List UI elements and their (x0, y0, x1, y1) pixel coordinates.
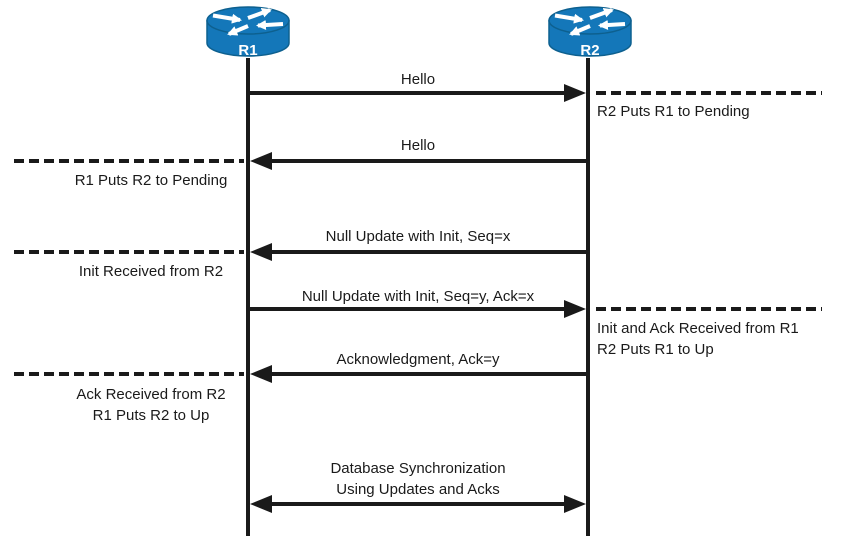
router-arrows-icon (554, 8, 626, 36)
lifeline-r1 (246, 58, 250, 536)
arrow-shaft (268, 159, 586, 163)
arrow-shaft (268, 502, 568, 506)
message-label: Null Update with Init, Seq=y, Ack=x (301, 288, 535, 305)
state-note-line-1: Init and Ack Received from R1 (597, 320, 799, 337)
router-icon-r2: R2 (548, 6, 632, 59)
state-note-label: R1 Puts R2 to Pending (74, 172, 228, 189)
arrowhead-right-icon (564, 495, 586, 513)
arrowhead-left-icon (250, 365, 272, 383)
arrow-shaft (250, 91, 568, 95)
state-note-label: Init Received from R2 (78, 263, 224, 280)
state-note-label: R2 Puts R1 to Pending (597, 103, 750, 120)
state-note-dashed-line (596, 91, 822, 95)
arrowhead-left-icon (250, 495, 272, 513)
message-label: Null Update with Init, Seq=x (325, 228, 511, 245)
state-note-dashed-line (14, 250, 244, 254)
message-line-2: Using Updates and Acks (336, 481, 500, 498)
message-arrow-database-sync (250, 494, 586, 514)
arrow-shaft (268, 372, 586, 376)
message-line-1: Database Synchronization (330, 460, 506, 477)
state-note-dashed-line (14, 372, 244, 376)
state-note-label: Init and Ack Received from R1 R2 Puts R1… (597, 318, 857, 360)
state-note-line-1: Ack Received from R2 (76, 386, 226, 403)
state-note-line-2: R1 Puts R2 to Up (92, 407, 210, 424)
message-label: Hello (400, 137, 436, 154)
arrow-shaft (250, 307, 568, 311)
message-arrow-hello-right (250, 83, 586, 103)
router-arrows-icon (212, 8, 284, 36)
message-label: Acknowledgment, Ack=y (336, 351, 500, 368)
arrowhead-left-icon (250, 243, 272, 261)
router-icon-r1: R1 (206, 6, 290, 59)
state-note-line-2: R2 Puts R1 to Up (597, 341, 714, 358)
arrowhead-right-icon (564, 300, 586, 318)
state-note-dashed-line (596, 307, 822, 311)
state-note-label: Ack Received from R2 R1 Puts R2 to Up (0, 384, 302, 426)
message-arrow-null-update-seqx (250, 242, 586, 262)
message-arrow-acknowledgment (250, 364, 586, 384)
message-arrow-null-update-seqy-ackx (250, 299, 586, 319)
lifeline-r2 (586, 58, 590, 536)
message-arrow-hello-left (250, 151, 586, 171)
message-label: Hello (400, 71, 436, 88)
message-label: Database Synchronization Using Updates a… (250, 458, 586, 500)
router-label: R2 (580, 42, 599, 59)
router-top (206, 6, 290, 35)
arrowhead-right-icon (564, 84, 586, 102)
router-top (548, 6, 632, 35)
state-note-dashed-line (14, 159, 244, 163)
arrowhead-left-icon (250, 152, 272, 170)
arrow-shaft (268, 250, 586, 254)
router-label: R1 (238, 42, 257, 59)
